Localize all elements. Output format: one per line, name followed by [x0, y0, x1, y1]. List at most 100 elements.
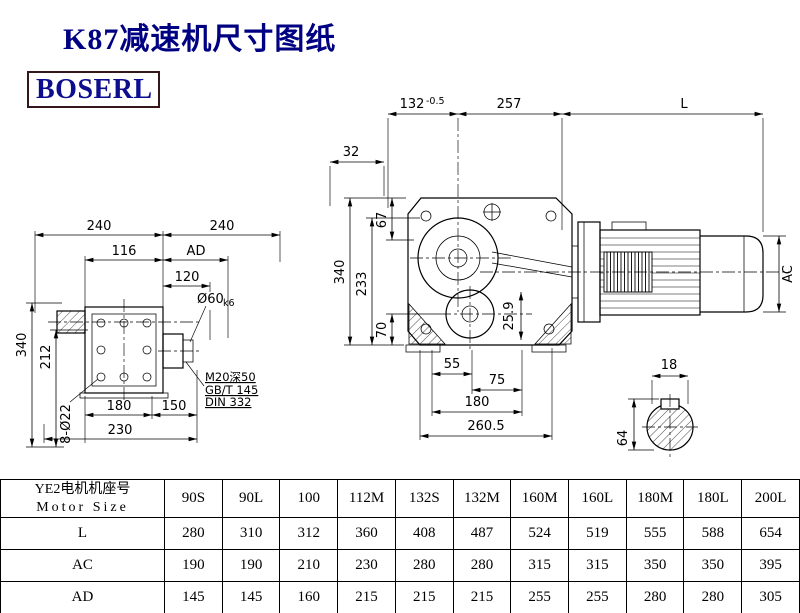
dim-340-left-view: 340: [15, 333, 30, 358]
brand-text: BOSERL: [36, 73, 153, 105]
dim-180-front-view: 180: [465, 395, 490, 410]
row-label-AC: AC: [0, 549, 165, 582]
header-motor-size-cn: YE2电机机座号: [34, 482, 131, 497]
dim-32: 32: [343, 145, 360, 160]
dim-bore-diameter: Ø60: [197, 292, 224, 307]
dim-230: 230: [108, 423, 133, 438]
left-view-geometry: [48, 299, 201, 401]
col-header-200L: 200L: [741, 479, 800, 518]
dim-132-tolerance: -0.5: [426, 96, 445, 107]
col-header-100: 100: [279, 479, 339, 518]
col-header-90S: 90S: [164, 479, 223, 518]
dim-257: 257: [497, 97, 522, 112]
dim-67: 67: [375, 212, 390, 229]
value-AD-180L: 280: [683, 581, 743, 613]
brand-logo: BOSERL: [27, 71, 160, 108]
dim-260-5: 260.5: [467, 419, 504, 434]
note-gbt-standard: GB/T 145: [205, 383, 258, 397]
front-view-dimensions: 132 -0.5 257 L 32 67 340 233 70 25.9 55 …: [329, 96, 796, 440]
col-header-180M: 180M: [625, 479, 685, 518]
col-header-160M: 160M: [510, 479, 570, 518]
value-L-160M: 524: [510, 517, 570, 550]
value-AD-132M: 215: [452, 581, 512, 613]
dim-25-9: 25.9: [502, 302, 517, 331]
value-AD-160L: 255: [568, 581, 627, 613]
page-title: K87减速机尺寸图纸: [63, 23, 337, 56]
value-L-90L: 310: [221, 517, 281, 550]
left-view-dimensions: 240 240 116 AD 120 Ø60 k6 340 212 180 15…: [15, 219, 281, 448]
dim-64-shaft: 64: [616, 430, 631, 447]
value-AD-200L: 305: [741, 581, 800, 613]
dim-bore-tolerance: k6: [223, 298, 235, 309]
dim-233: 233: [355, 272, 370, 297]
technical-drawing: 240 240 116 AD 120 Ø60 k6 340 212 180 15…: [15, 96, 796, 460]
motor-geometry: [480, 221, 790, 323]
value-AD-132S: 215: [394, 581, 454, 613]
shaft-section-view: 18 64: [616, 358, 698, 460]
value-AD-90L: 145: [221, 581, 281, 613]
col-header-132M: 132M: [452, 479, 512, 518]
value-L-160L: 519: [568, 517, 627, 550]
value-L-200L: 654: [741, 517, 800, 550]
col-header-90L: 90L: [221, 479, 281, 518]
left-view: 240 240 116 AD 120 Ø60 k6 340 212 180 15…: [15, 219, 281, 448]
dim-AD: AD: [187, 244, 206, 259]
header-motor-size-en: Motor Size: [36, 499, 129, 515]
value-AC-200L: 395: [741, 549, 800, 582]
col-header-112M: 112M: [337, 479, 396, 518]
value-AD-100: 160: [279, 581, 339, 613]
value-AC-112M: 230: [337, 549, 396, 582]
value-AC-90L: 190: [221, 549, 281, 582]
dim-340-front-view: 340: [333, 260, 348, 285]
dim-70: 70: [375, 322, 390, 339]
row-label-AD: AD: [0, 581, 165, 613]
value-AC-180M: 350: [625, 549, 685, 582]
value-AC-160L: 315: [568, 549, 627, 582]
motor-size-table: YE2电机机座号 Motor Size 90S 90L 100 112M 132…: [0, 479, 800, 613]
dim-18-keyway: 18: [661, 358, 678, 373]
note-thread: M20深50: [205, 370, 256, 384]
dim-motor-length-L: L: [680, 97, 688, 112]
value-AD-90S: 145: [164, 581, 223, 613]
value-AC-132S: 280: [394, 549, 454, 582]
dim-180-left-view: 180: [107, 399, 132, 414]
dim-116: 116: [112, 244, 137, 259]
dim-bolt-holes: 8-Ø22: [59, 404, 74, 444]
table-row-AC: AC 190 190 210 230 280 280 315 315 350 3…: [0, 549, 800, 582]
value-L-132S: 408: [394, 517, 454, 550]
col-header-180L: 180L: [683, 479, 743, 518]
dim-55: 55: [444, 357, 461, 372]
value-L-90S: 280: [164, 517, 223, 550]
value-AC-180L: 350: [683, 549, 743, 582]
value-AC-132M: 280: [452, 549, 512, 582]
value-L-100: 312: [279, 517, 339, 550]
dim-motor-diameter-AC: AC: [781, 265, 796, 283]
dim-120: 120: [175, 270, 200, 285]
table-header-row: YE2电机机座号 Motor Size 90S 90L 100 112M 132…: [0, 479, 800, 518]
dim-132: 132: [400, 97, 425, 112]
table-corner-header: YE2电机机座号 Motor Size: [0, 479, 165, 518]
dim-75: 75: [489, 373, 506, 388]
front-view: 132 -0.5 257 L 32 67 340 233 70 25.9 55 …: [329, 96, 796, 440]
value-L-132M: 487: [452, 517, 512, 550]
dim-240-right: 240: [210, 219, 235, 234]
value-L-112M: 360: [337, 517, 396, 550]
dim-240-left: 240: [87, 219, 112, 234]
table-row-AD: AD 145 145 160 215 215 215 255 255 280 2…: [0, 581, 800, 613]
col-header-132S: 132S: [394, 479, 454, 518]
value-AD-160M: 255: [510, 581, 570, 613]
dim-212: 212: [39, 345, 54, 370]
lifting-eye-mark: [483, 203, 501, 221]
row-label-L: L: [0, 517, 165, 550]
dim-150: 150: [162, 399, 187, 414]
value-AC-100: 210: [279, 549, 339, 582]
value-AD-112M: 215: [337, 581, 396, 613]
value-AC-160M: 315: [510, 549, 570, 582]
table-row-L: L 280 310 312 360 408 487 524 519 555 58…: [0, 517, 800, 550]
value-L-180L: 588: [683, 517, 743, 550]
fan-cover: [700, 235, 764, 313]
note-din-standard: DIN 332: [205, 395, 251, 409]
value-AD-180M: 280: [625, 581, 685, 613]
value-L-180M: 555: [625, 517, 685, 550]
